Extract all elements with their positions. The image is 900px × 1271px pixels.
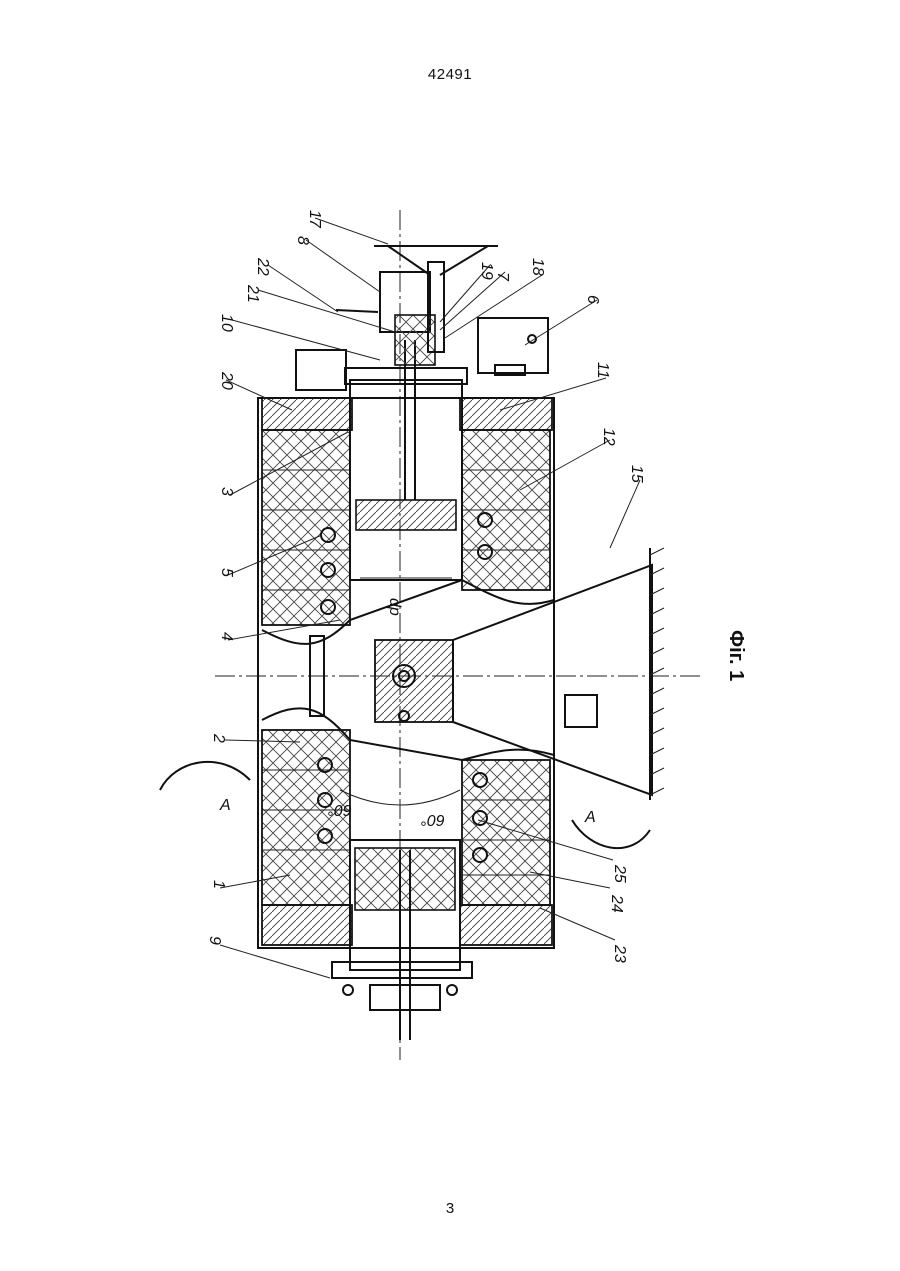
callout-3: 3 [218, 487, 235, 496]
page-number: 3 [0, 1200, 900, 1217]
section-mark-left: А [219, 797, 231, 814]
upper-piston [356, 500, 456, 530]
section-detail-right [572, 820, 650, 848]
lower-magnet [355, 848, 455, 910]
callout-21: 21 [244, 284, 261, 303]
callout-2: 2 [210, 733, 227, 743]
top-right-flange [460, 398, 552, 430]
upper-left-coil [262, 430, 350, 625]
diameter-label: dр [386, 598, 403, 616]
callout-9: 9 [206, 936, 223, 945]
lever-22 [336, 310, 378, 312]
callout-15: 15 [628, 465, 645, 483]
bottom-left-flange [262, 905, 352, 945]
callout-24: 24 [608, 894, 625, 913]
callout-17: 17 [306, 210, 323, 229]
callout-23: 23 [611, 944, 628, 963]
callout-25: 25 [611, 864, 628, 883]
callout-1: 1 [210, 880, 227, 889]
top-left-box [296, 350, 346, 390]
section-mark-right: А [584, 809, 596, 826]
section-detail-left [160, 762, 250, 790]
lower-fitting [370, 985, 440, 1010]
callout-8: 8 [294, 236, 311, 245]
callout-19: 19 [478, 262, 495, 280]
callout-12: 12 [600, 428, 617, 446]
bottom-right-flange [460, 905, 552, 945]
callout-4: 4 [218, 632, 235, 641]
callout-7: 7 [494, 272, 511, 282]
side-plate [565, 695, 597, 727]
callout-10: 10 [218, 314, 235, 332]
callout-20: 20 [218, 371, 235, 390]
callout-18: 18 [529, 258, 546, 276]
lower-right-coil [462, 760, 550, 905]
figure-caption: Фіг. 1 [725, 630, 747, 681]
callout-11: 11 [594, 362, 611, 379]
angle-left-label: 60° [327, 801, 352, 818]
callout-22: 22 [254, 257, 271, 276]
callout-5: 5 [218, 568, 235, 577]
callout-6: 6 [584, 295, 601, 304]
angle-right-label: 60° [420, 811, 445, 828]
